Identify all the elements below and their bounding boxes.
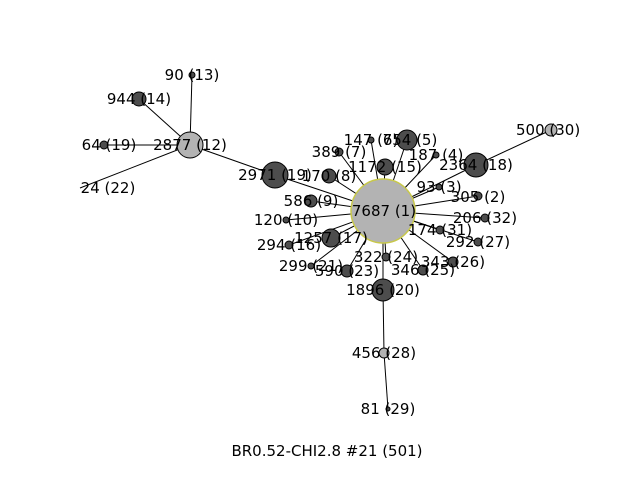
node-18 [463, 152, 489, 178]
node-label-32: 206 (32) [453, 209, 517, 227]
node-label-16: 294 (16) [257, 236, 321, 254]
node-label-12: 2877 (12) [153, 136, 227, 154]
node-14 [131, 91, 147, 107]
node-label-10: 120 (10) [254, 211, 318, 229]
node-label-6: 147 (6) [344, 131, 399, 149]
node-28 [378, 347, 390, 359]
node-label-20: 1896 (20) [346, 281, 420, 299]
node-4 [432, 151, 440, 159]
node-label-28: 456 (28) [352, 344, 416, 362]
node-label-29: 81 (29) [361, 400, 416, 418]
edge-33-12 [189, 144, 276, 176]
node-label-25: 346 (25) [391, 261, 455, 279]
node-label-9: 586 (9) [284, 192, 339, 210]
node-label-15: 1172 (15) [348, 158, 422, 176]
node-label-1: 7687 (1) [352, 202, 416, 220]
node-6 [367, 136, 375, 144]
node-15 [376, 158, 394, 176]
node-label-5: 754 (5) [383, 131, 438, 149]
node-16 [284, 240, 294, 250]
edge-18-30 [475, 129, 552, 166]
node-label-13: 90 (13) [165, 66, 220, 84]
node-25 [417, 264, 429, 276]
node-label-33: 2971 (19) [238, 166, 312, 184]
node-20 [371, 278, 395, 302]
node-label-26: 343 (26) [421, 253, 485, 271]
node-17 [321, 228, 341, 248]
node-label-30: 500 (30) [516, 121, 580, 139]
node-32 [480, 213, 490, 223]
label-layer: 7687 (1) 305 (2)93 (3) 187 (4)754 (5)147 (… [81, 66, 581, 418]
node-8 [321, 168, 337, 184]
node-7 [334, 147, 344, 157]
node-label-21: 299 (21) [279, 257, 343, 275]
node-24 [381, 252, 391, 262]
node-9 [304, 194, 318, 208]
node-26 [447, 256, 459, 268]
node-2 [473, 191, 483, 201]
node-label-17: 1257 (17) [294, 229, 368, 247]
node-layer [99, 71, 558, 412]
edge-12-22 [79, 144, 191, 189]
node-33 [261, 161, 289, 189]
node-label-18: 2364 (18) [439, 156, 513, 174]
node-label-23: 590 (23) [315, 262, 379, 280]
node-label-14: 944 (14) [107, 90, 171, 108]
node-19 [99, 140, 109, 150]
node-label-22: 24 (22) [81, 179, 136, 197]
node-10 [282, 216, 290, 224]
node-30 [544, 123, 558, 137]
graph-caption: BR0.52-CHI2.8 #21 (501) [231, 442, 422, 460]
node-label-2: 305 (2) [451, 188, 506, 206]
node-label-8: 170 (8) [302, 167, 357, 185]
node-label-27: 292 (27) [446, 233, 510, 251]
node-1 [350, 178, 416, 244]
node-label-4: 187 (4) [409, 146, 464, 164]
node-label-7: 389 (7) [312, 143, 367, 161]
node-12 [176, 131, 204, 159]
node-27 [473, 237, 483, 247]
node-label-19: 64 (19) [82, 136, 137, 154]
node-31 [435, 225, 445, 235]
node-5 [396, 129, 418, 151]
node-13 [188, 71, 196, 79]
node-21 [307, 262, 315, 270]
node-23 [340, 264, 354, 278]
node-29 [385, 406, 391, 412]
node-label-24: 322 (24) [354, 248, 418, 266]
node-label-31: 174 (31) [408, 221, 472, 239]
node-3 [435, 183, 443, 191]
edge-28-29 [383, 352, 389, 410]
node-label-3: 93 (3) [416, 178, 461, 196]
